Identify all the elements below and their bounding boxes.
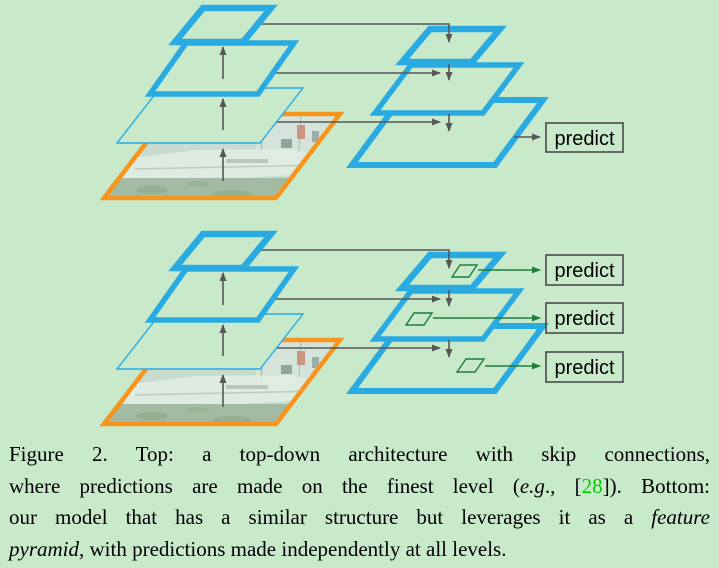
predict-label: predict xyxy=(554,308,614,330)
predict-box: predict xyxy=(545,254,624,286)
predict-box: predict xyxy=(545,122,624,153)
bottom-diagram: predict predict predict xyxy=(100,234,624,428)
predict-label: predict xyxy=(554,357,614,379)
figure-caption: Figure 2. Top: a top-down architecture w… xyxy=(0,434,719,565)
head-feature-map-coarse xyxy=(455,358,486,373)
caption-line-2: where predictions are made on the finest… xyxy=(9,471,710,503)
caption-text: Figure 2. Top: a top-down architecture w… xyxy=(9,442,710,466)
caption-text: ]). Bottom: xyxy=(602,473,710,498)
caption-text-italic: e.g xyxy=(519,473,545,498)
caption-text-italic: pyramid xyxy=(9,536,79,561)
predict-box: predict xyxy=(545,351,624,383)
caption-text: our model that has a similar structure b… xyxy=(9,505,652,529)
caption-line-4: pyramid, with predictions made independe… xyxy=(9,534,710,566)
top-diagram: predict xyxy=(100,8,624,202)
caption-text: where predictions are made on the finest… xyxy=(9,473,520,498)
caption-text: ., [ xyxy=(544,473,582,498)
head-feature-map-mid xyxy=(404,312,434,326)
predict-label: predict xyxy=(554,128,614,150)
citation-28: 28 xyxy=(581,473,603,498)
predict-label: predict xyxy=(554,260,614,282)
predict-box: predict xyxy=(545,302,624,334)
head-feature-map-fine xyxy=(450,264,479,278)
figure-2-diagram: predict predict predict predict xyxy=(0,0,624,434)
caption-text-italic: feature xyxy=(651,505,710,529)
caption-text: , with predictions made independently at… xyxy=(79,536,507,561)
caption-line-3: our model that has a similar structure b… xyxy=(9,502,710,534)
caption-line-1: Figure 2. Top: a top-down architecture w… xyxy=(9,439,710,471)
